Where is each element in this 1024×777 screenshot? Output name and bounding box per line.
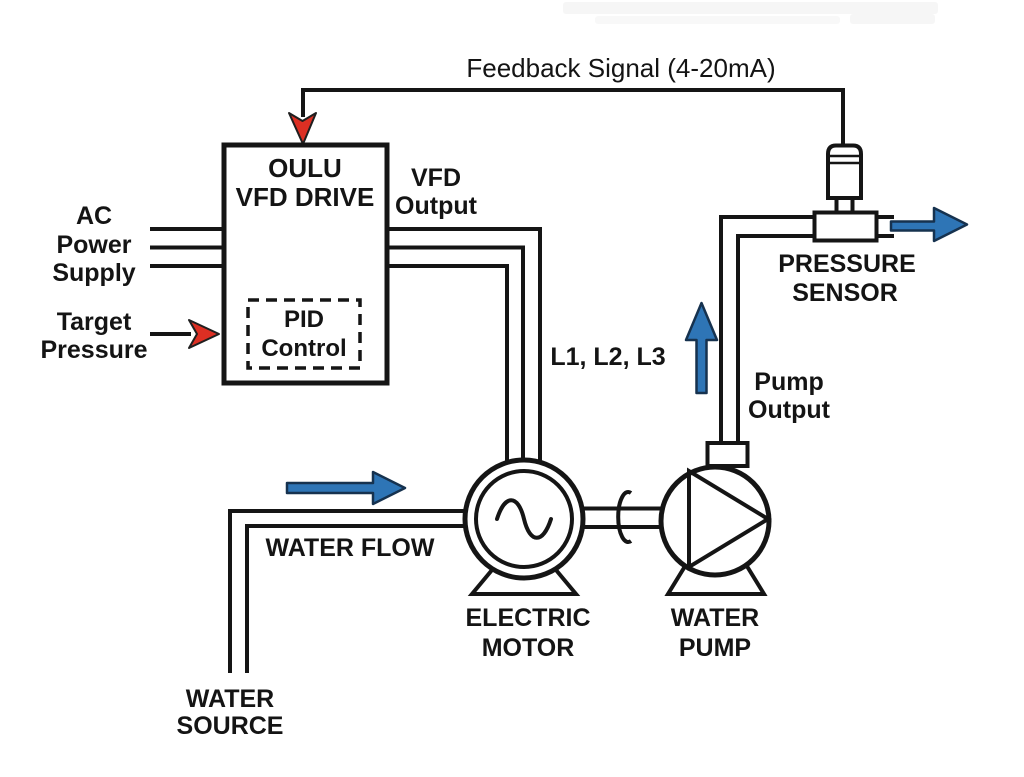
ac-supply-label-line3: Supply	[52, 259, 135, 287]
electric-motor-label-line2: MOTOR	[482, 634, 575, 662]
vfd-output-label-line2: Output	[395, 192, 478, 220]
water-source-label-line1: WATER	[186, 685, 274, 713]
pressure-sensor-label-line1: PRESSURE	[778, 250, 916, 278]
target-pressure-label-line1: Target	[57, 308, 132, 336]
water-flow-label: WATER FLOW	[266, 534, 435, 562]
ac-supply-label-line2: Power	[56, 231, 131, 259]
pid-control-box	[246, 298, 362, 370]
pump-discharge-port	[705, 441, 750, 468]
blurred-watermark	[563, 2, 938, 24]
vfd-box-label-line2: VFD DRIVE	[236, 182, 375, 212]
water-flow-arrow-icon	[285, 470, 407, 506]
feedback-signal-wire	[301, 88, 845, 146]
water-pump-label-line2: PUMP	[679, 634, 751, 662]
watermark-line-2	[595, 16, 840, 24]
vfd-output-line-3	[387, 264, 509, 463]
feedback-arrow-down-icon	[288, 112, 317, 145]
water-pump-label-line1: WATER	[671, 604, 759, 632]
target-pressure-label-line2: Pressure	[40, 336, 147, 364]
watermark-line-3	[850, 14, 935, 24]
sensor-pipe-block	[812, 210, 879, 243]
electric-motor-label-line1: ELECTRIC	[466, 604, 591, 632]
target-pressure-arrow-icon	[188, 319, 220, 349]
water-pipe-inner	[245, 524, 467, 673]
pump-output-pipe-outer	[719, 215, 816, 444]
water-source-label-line2: SOURCE	[177, 712, 284, 740]
vfd-box-label-line1: OULU	[268, 153, 342, 183]
pid-label-line2: Control	[261, 335, 346, 362]
pid-label-line1: PID	[284, 306, 324, 333]
watermark-line-1	[563, 2, 938, 14]
pump-output-label-line2: Output	[748, 396, 831, 424]
vfd-drive-box	[221, 142, 390, 386]
motor-inner-circle	[474, 469, 574, 569]
pump-impeller-triangle	[687, 467, 772, 571]
pump-output-arrow-icon	[684, 301, 719, 395]
pressure-sensor-label-line2: SENSOR	[792, 279, 898, 307]
feedback-signal-label: Feedback Signal (4-20mA)	[466, 53, 775, 83]
ac-supply-label-line1: AC	[76, 202, 112, 230]
sensor-output-arrow-icon	[889, 206, 969, 243]
sine-wave-icon	[495, 498, 553, 540]
pump-output-pipe-inner	[736, 234, 816, 444]
pump-output-label-line1: Pump	[754, 368, 823, 396]
water-pipe-outer	[228, 509, 467, 673]
vfd-output-line-1	[387, 227, 542, 463]
pump-circle	[658, 464, 772, 578]
vfd-output-label-line1: VFD	[411, 164, 461, 192]
sensor-head	[826, 143, 863, 200]
vfd-output-line-2	[387, 245, 525, 461]
coupling-rotation-icon	[616, 490, 633, 544]
phase-label: L1, L2, L3	[550, 343, 665, 371]
